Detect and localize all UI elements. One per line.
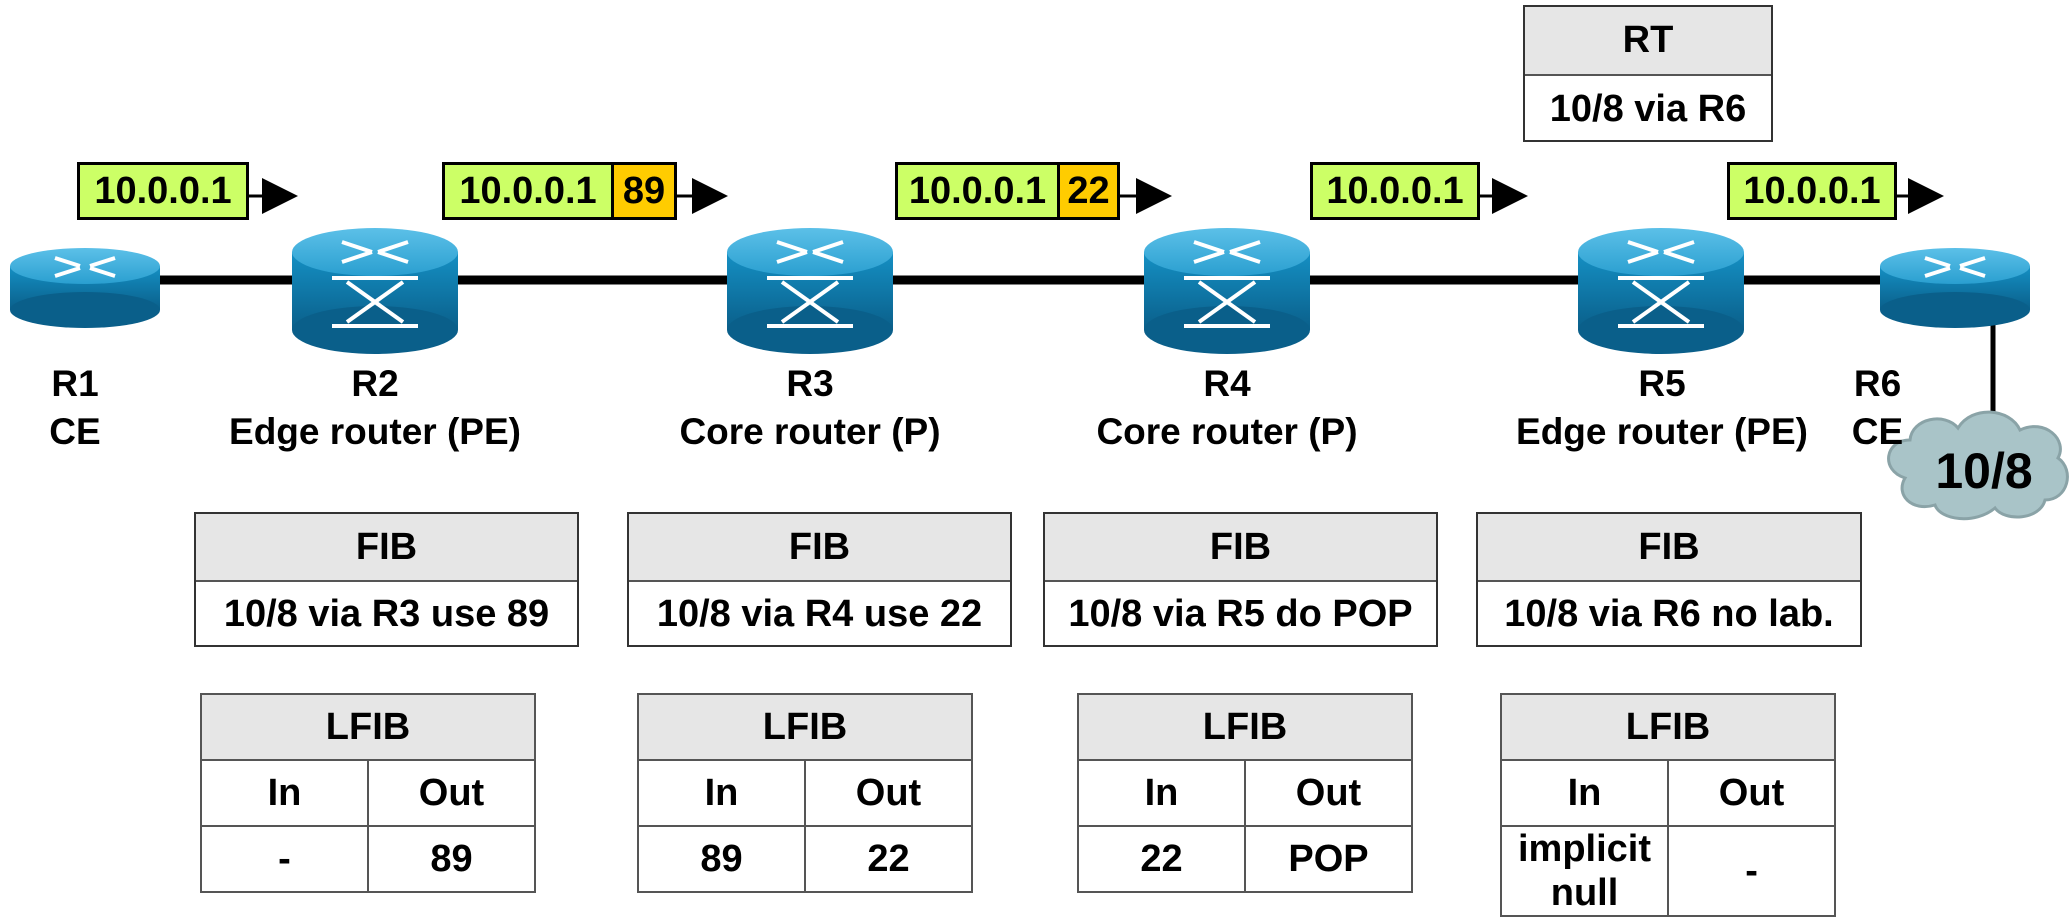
lfib-col-out: Out [1667, 759, 1836, 827]
router-icon[interactable] [1880, 248, 2030, 328]
label-switch-router-icon[interactable] [1578, 228, 1744, 354]
ip-header: 10.0.0.1 [442, 162, 614, 220]
router-id: R4 [1203, 363, 1251, 404]
router-label-r1: R1 CE [20, 360, 130, 456]
fib-title: FIB [196, 514, 577, 582]
rt-entry: 10/8 via R6 [1549, 87, 1747, 130]
mpls-label: 22 [1060, 162, 1120, 220]
label-switch-router-icon[interactable] [292, 228, 458, 354]
router-role: Edge router (PE) [229, 411, 521, 452]
label-switch-router-icon[interactable] [1144, 228, 1310, 354]
lfib-out: - [1667, 825, 1836, 917]
fib-title: FIB [1045, 514, 1436, 582]
router-id: R2 [351, 363, 399, 404]
lfib-col-in: In [1499, 759, 1670, 827]
router-role: Edge router (PE) [1516, 411, 1808, 452]
ip-header: 10.0.0.1 [77, 162, 249, 220]
lfib-col-out: Out [367, 759, 536, 827]
ip-header: 10.0.0.1 [895, 162, 1060, 220]
router-icon[interactable] [10, 248, 160, 328]
router-label-r5: R5 Edge router (PE) [1487, 360, 1837, 456]
lfib-in: 22 [1077, 825, 1246, 893]
fib-entry: 10/8 via R5 do POP [1068, 593, 1413, 635]
fib-table: FIB 10/8 via R4 use 22 [627, 512, 1012, 647]
packet: 10.0.0.1 [1727, 162, 1897, 220]
lfib-title: LFIB [1500, 693, 1836, 761]
packet: 10.0.0.1 89 [442, 162, 677, 220]
router-id: R6 [1853, 363, 1902, 404]
lfib-col-in: In [200, 759, 369, 827]
ip-header: 10.0.0.1 [1727, 162, 1897, 220]
packet: 10.0.0.1 22 [895, 162, 1120, 220]
fib-entry: 10/8 via R4 use 22 [656, 593, 983, 635]
lfib-in: implicit null [1499, 825, 1670, 917]
fib-title: FIB [629, 514, 1010, 582]
lfib-out: POP [1244, 825, 1413, 893]
rt-title: RT [1525, 7, 1771, 76]
fib-table: FIB 10/8 via R6 no lab. [1476, 512, 1862, 647]
router-id: R1 [51, 363, 99, 404]
fib-table: FIB 10/8 via R3 use 89 [194, 512, 579, 647]
lfib-out: 89 [367, 825, 536, 893]
router-role: CE [49, 411, 101, 452]
rt-table: RT 10/8 via R6 [1523, 5, 1773, 142]
router-role: CE [1851, 411, 1904, 452]
lfib-title: LFIB [1077, 693, 1413, 761]
lfib-col-out: Out [1244, 759, 1413, 827]
router-id: R3 [786, 363, 834, 404]
lfib-col-out: Out [804, 759, 973, 827]
lfib-out: 22 [804, 825, 973, 893]
lfib-in: 89 [637, 825, 806, 893]
network-cloud-icon [1887, 410, 2069, 521]
lfib-col-in: In [1077, 759, 1246, 827]
cloud-label: 10/8 [1935, 443, 2032, 499]
router-label-r2: R2 Edge router (PE) [200, 360, 550, 456]
router-role: Core router (P) [679, 411, 941, 452]
packet: 10.0.0.1 [1310, 162, 1480, 220]
router-label-r3: R3 Core router (P) [640, 360, 980, 456]
router-role: Core router (P) [1096, 411, 1358, 452]
ip-header: 10.0.0.1 [1310, 162, 1480, 220]
label-switch-router-icon[interactable] [727, 228, 893, 354]
packet: 10.0.0.1 [77, 162, 249, 220]
lfib-title: LFIB [200, 693, 536, 761]
lfib-title: LFIB [637, 693, 973, 761]
fib-entry: 10/8 via R3 use 89 [223, 593, 550, 635]
mpls-label: 89 [614, 162, 677, 220]
fib-table: FIB 10/8 via R5 do POP [1043, 512, 1438, 647]
router-id: R5 [1638, 363, 1686, 404]
router-label-r4: R4 Core router (P) [1057, 360, 1397, 456]
router-label-r6: R6 CE [1845, 360, 1910, 456]
lfib-col-in: In [637, 759, 806, 827]
lfib-in: - [200, 825, 369, 893]
fib-title: FIB [1478, 514, 1860, 582]
fib-entry: 10/8 via R6 no lab. [1504, 593, 1834, 635]
